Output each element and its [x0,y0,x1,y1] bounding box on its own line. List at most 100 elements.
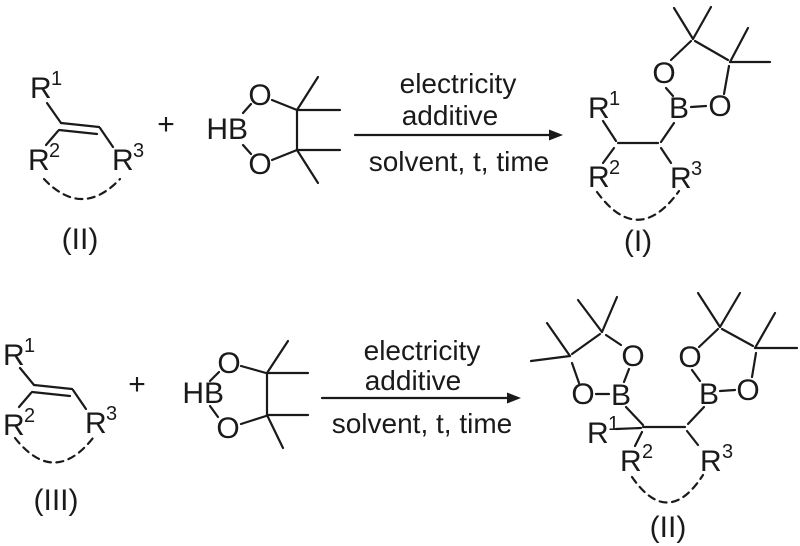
o-top-atom-label: O [217,347,240,380]
bond [98,126,115,149]
bond [693,39,730,62]
bond [44,129,60,147]
reactant-alkene: R1 R2 R3 (II) [28,68,144,256]
product-boronate: O O B R1 R2 R3 (I) [588,5,772,258]
methyl-bond [295,148,320,185]
o-left-atom-label: O [652,57,675,90]
methyl-bond [696,291,722,329]
r2-label: R2 [588,157,620,194]
bond [685,429,700,447]
bond [71,388,88,411]
bond [601,146,616,165]
bond [570,332,602,356]
bond [659,121,676,144]
ring-right-o-right-atom-label: O [736,374,759,407]
bond [689,104,708,109]
hb-atom-label: HB [182,377,224,410]
condition-additive: additive [365,365,462,396]
bond [718,388,737,393]
double-bond-lower [30,390,72,398]
methyl-bond [728,26,750,64]
methyl-bond [600,295,619,334]
methyl-bond [265,339,290,375]
bond [750,351,758,379]
bond [239,364,268,375]
condition-additive: additive [402,100,499,131]
bond [601,119,618,143]
methyl-bond [265,413,285,450]
o-bottom-atom-label: O [248,148,271,181]
condition-electricity: electricity [400,68,517,99]
bond [570,361,581,385]
reaction-arrow-conditions: electricity additive solvent, t, time [320,335,521,439]
bond [686,405,706,426]
b-atom-label: B [669,92,689,125]
hb-atom-label: HB [206,113,248,146]
r2-label: R2 [28,140,60,177]
r3-label: R3 [670,158,702,195]
r1-label: R1 [30,68,62,105]
reaction-arrow-conditions: electricity additive solvent, t, time [353,68,563,177]
r2-label: R2 [620,441,653,478]
o-top-atom-label: O [248,79,271,112]
dashed-arc-bond [13,436,95,464]
bond [18,366,36,387]
reactant-alkene: R1 R2 R3 (III) [3,335,117,517]
bond [604,333,623,347]
bond [664,86,675,98]
bond [270,98,299,112]
methyl-bond [718,291,742,329]
compound-label-II: (II) [650,511,687,544]
ring-left-o-right-atom-label: O [621,340,644,373]
bond [720,327,755,348]
bond [208,370,221,383]
pinacolborane: HB O O [206,75,342,185]
bond [239,414,268,426]
plus-sign: + [157,108,175,141]
double-bond-lower [57,128,99,136]
b-left-atom-label: B [611,379,631,412]
condition-electricity: electricity [364,335,481,366]
bond [659,146,673,165]
o-right-atom-label: O [708,90,731,123]
pinacolborane: HB O O [182,339,310,450]
methyl-bond [753,311,777,350]
bond [669,39,693,62]
compound-label-I: (I) [624,225,652,258]
bond [45,101,63,125]
methyl-bond [545,321,572,358]
r1-label: R1 [587,413,619,450]
bond [241,102,253,115]
bond [633,430,644,448]
methyl-bond [672,6,695,41]
compound-label-III: (III) [34,484,79,517]
bond [624,405,645,427]
r1-label: R1 [588,88,620,125]
r2-label: R2 [3,405,35,442]
bond [697,327,720,349]
bond [690,368,702,383]
b-right-atom-label: B [699,378,719,411]
compound-label-II: (II) [62,223,99,256]
r3-label: R3 [85,403,117,440]
methyl-bond [576,298,604,334]
product-bis-boronate: O O B O O B R1 R2 R3 (II) [529,291,799,544]
double-bond-upper [32,383,74,391]
o-bottom-atom-label: O [216,412,239,445]
scheme-2: R1 R2 R3 (III) + HB O O electricity addi… [3,291,799,544]
dashed-arc-bond [630,473,705,504]
bond [270,148,299,162]
bond [241,143,253,156]
scheme-1: R1 R2 R3 (II) + HB O O electricity addit… [28,5,772,258]
bond [208,404,220,419]
methyl-bond [529,354,572,363]
bond [614,426,643,431]
bond [622,367,631,384]
arrowhead [507,392,521,404]
bond [17,391,33,409]
condition-solvent: solvent, t, time [332,408,513,439]
ring-right-o-left-atom-label: O [678,341,701,374]
arrowhead [549,129,563,141]
ring-left-o-left-atom-label: O [571,378,594,411]
